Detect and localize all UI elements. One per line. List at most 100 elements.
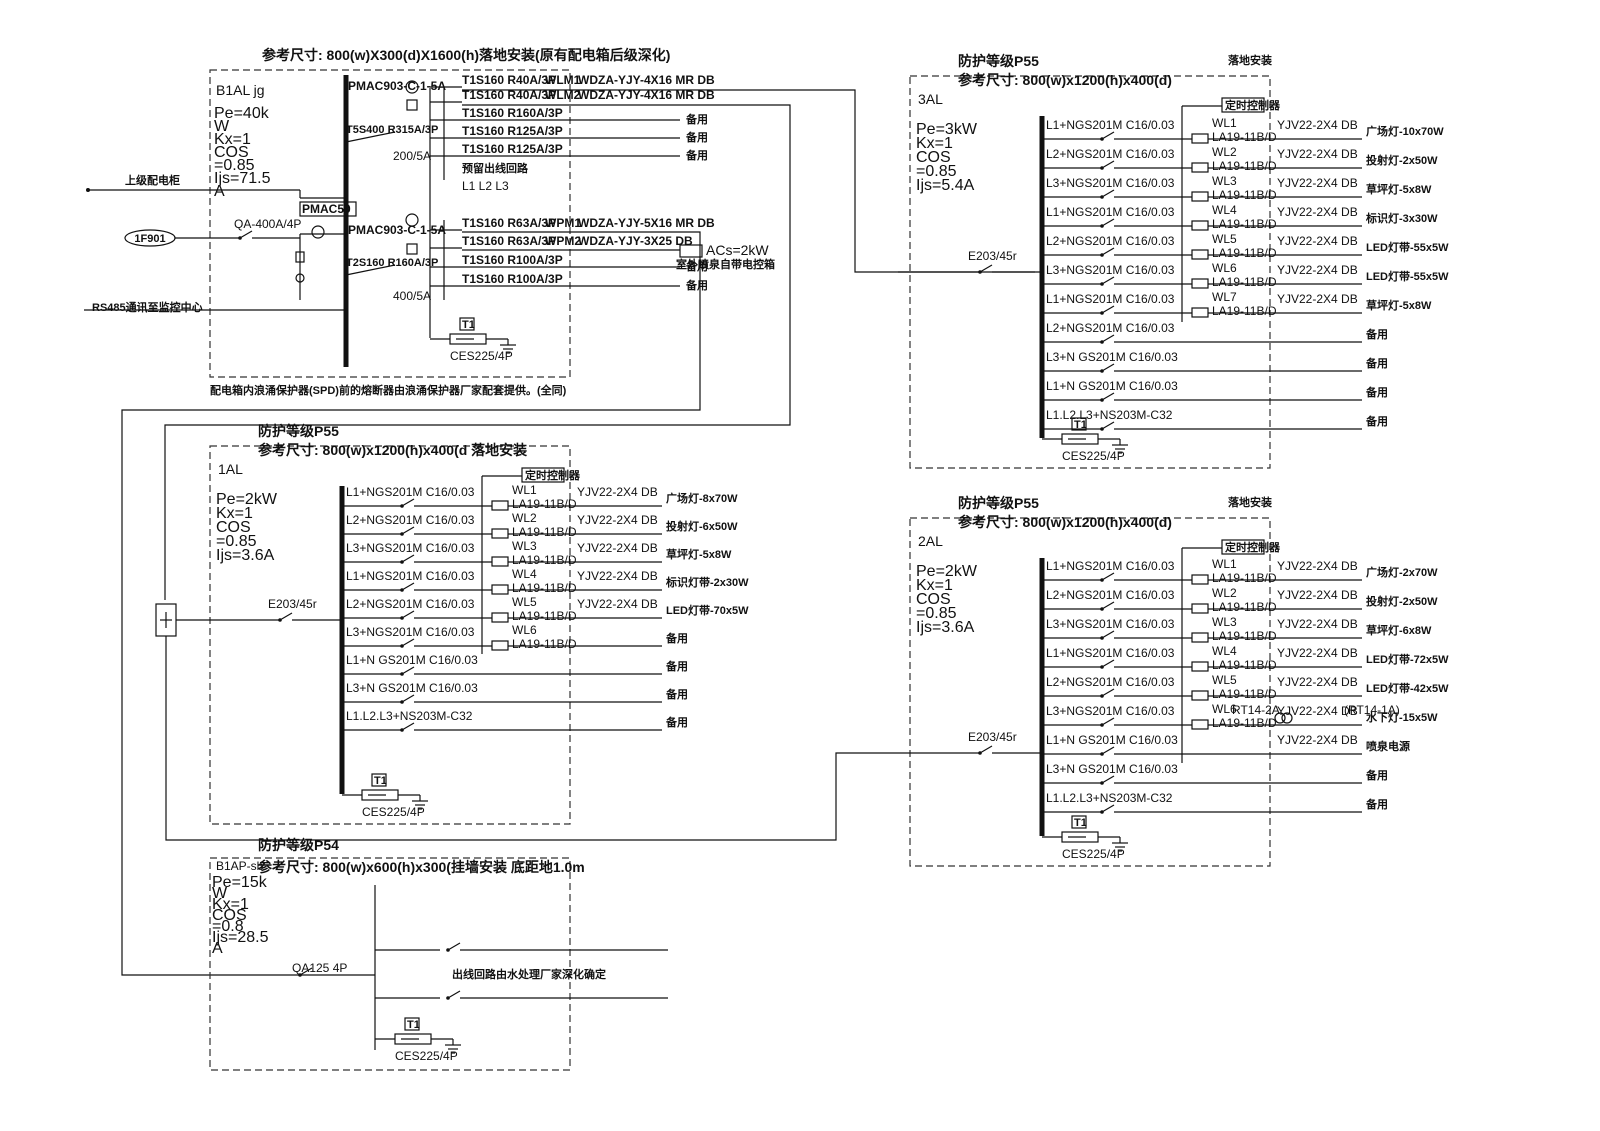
p3al-row-breaker: L2+NGS201M C16/0.03 (1046, 321, 1175, 335)
breaker-node (1100, 781, 1104, 785)
panel-b1al-border (209, 69, 571, 378)
panel-param: Kx=1 (916, 135, 953, 152)
p3al-row-breaker-contact (1101, 363, 1115, 372)
contactor-icon (1191, 162, 1209, 173)
p2al-load-label: 水下灯-15x5W (1366, 710, 1438, 724)
spd-label: CES225/4P (450, 349, 513, 363)
panel-p3al-ip: 防护等级P55 (958, 53, 1039, 69)
p3al-row-breaker: L3+NGS201M C16/0.03 (1046, 176, 1175, 190)
transformer-icon (1281, 712, 1293, 724)
rs485-label: RS485通讯至监控中心 (92, 300, 203, 314)
sw1-label: T5S400 R315A/3P (346, 124, 438, 136)
breaker-node (1100, 253, 1104, 257)
acs-box-icon (679, 244, 703, 258)
breaker-node (978, 270, 982, 274)
fuse-label: RT14-2A (1232, 703, 1280, 717)
reserve-note: 预留出线回路 (462, 161, 529, 175)
p2al-circuit-id: WL1 (1212, 557, 1237, 571)
b1al-breaker-label: T1S160 R40A/3P (462, 88, 556, 102)
p2al-load-label: LED灯带-72x5W (1366, 652, 1449, 666)
p1al-row-breaker-contact (401, 694, 415, 703)
p1al-row-breaker-contact (401, 498, 415, 507)
panel-param: Kx=1 (214, 131, 251, 148)
p1al-contactor-label: LA19-11B/D (512, 581, 577, 595)
p3al-row-breaker: L3+NGS201M C16/0.03 (1046, 263, 1175, 277)
p3al-circuit-id: WL6 (1212, 261, 1237, 275)
contactor-icon (491, 584, 509, 595)
p3al-load-label: 投射灯-2x50W (1366, 153, 1438, 167)
p1al-row-breaker: L1+N GS201M C16/0.03 (346, 653, 478, 667)
breaker-node (1100, 752, 1104, 756)
breaker-node (1100, 665, 1104, 669)
breaker-node (400, 532, 404, 536)
p1al-row-breaker-contact (401, 722, 415, 731)
timer-label: 定时控制器 (1225, 98, 1281, 112)
p3al-row-breaker: L2+NGS201M C16/0.03 (1046, 147, 1175, 161)
panel-param: A (212, 940, 223, 957)
p1al-cable-label: YJV22-2X4 DB (577, 513, 658, 527)
p1al-row-breaker: L1+NGS201M C16/0.03 (346, 569, 475, 583)
p1al-contactor-label: LA19-11B/D (512, 637, 577, 651)
p3al-row-breaker: L1+NGS201M C16/0.03 (1046, 205, 1175, 219)
p2al-row-breaker-contact (1101, 775, 1115, 784)
pmac50-label: PMAC50 (302, 202, 351, 216)
p1al-load-label: LED灯带-70x5W (666, 603, 749, 617)
p1al-row-breaker: L1+NGS201M C16/0.03 (346, 485, 475, 499)
p2al-cable-label: YJV22-2X4 DB (1277, 559, 1358, 573)
transformer-icon (1274, 712, 1286, 724)
p3al-row-breaker: L1+NGS201M C16/0.03 (1046, 292, 1175, 306)
p1al-cable-label: YJV22-2X4 DB (577, 569, 658, 583)
breaker-node (1100, 578, 1104, 582)
breaker-node (298, 973, 302, 977)
fuse-icon (295, 251, 305, 263)
ammeter2-icon (405, 213, 419, 227)
p2al-circuit-id: WL3 (1212, 615, 1237, 629)
p3al-row-breaker-contact (1101, 218, 1115, 227)
panel-param: W (212, 885, 228, 902)
panel-b1ap-ip: 防护等级P54 (258, 837, 339, 853)
p3al-circuit-id: WL5 (1212, 232, 1237, 246)
p3al-row-breaker: L1.L2.L3+NS203M-C32 (1046, 408, 1173, 422)
panel-param: W (214, 118, 230, 135)
main-breaker-label: E203/45r (968, 730, 1017, 744)
p2al-row-breaker-contact (1101, 746, 1115, 755)
p2al-contactor-label: LA19-11B/D (1212, 687, 1277, 701)
breaker-node (1100, 398, 1104, 402)
p1al-circuit-id: WL1 (512, 483, 537, 497)
p1al-load-label: 备用 (665, 659, 688, 673)
panel-p2al-dims: 参考尺寸: 800(w)x1200(h)x400(d) (958, 514, 1172, 530)
p1al-row-breaker-contact (401, 554, 415, 563)
p3al-cable-label: YJV22-2X4 DB (1277, 118, 1358, 132)
panel-param: =0.85 (916, 605, 957, 622)
panel-param: Pe=2kW (216, 491, 278, 508)
p3al-row-breaker-contact (1101, 392, 1115, 401)
p3al-cable-label: YJV22-2X4 DB (1277, 263, 1358, 277)
p1al-load-label: 广场灯-8x70W (666, 491, 738, 505)
b1al-breaker-label: T1S160 R100A/3P (462, 253, 563, 267)
p1al-row-breaker: L1.L2.L3+NS203M-C32 (346, 709, 473, 723)
p2al-row-breaker-contact (1101, 572, 1115, 581)
contactor-icon (1191, 133, 1209, 144)
breaker-node (1100, 723, 1104, 727)
b1al-cable-label: WDZA-YJY-4X16 MR DB (578, 73, 715, 87)
sw1-contact (345, 131, 396, 143)
timer-controller-icon (521, 467, 565, 483)
ammeter1-icon (405, 80, 419, 94)
p2al-load-label: 备用 (1365, 768, 1388, 782)
p2al-contactor-label: LA19-11B/D (1212, 600, 1277, 614)
p2al-row-breaker: L1.L2.L3+NS203M-C32 (1046, 791, 1173, 805)
p1al-row-breaker: L3+N GS201M C16/0.03 (346, 681, 478, 695)
p3al-row-breaker-contact (1101, 160, 1115, 169)
panel-param: =0.85 (916, 163, 957, 180)
p3al-cable-label: YJV22-2X4 DB (1277, 292, 1358, 306)
panel-param: Pe=40k (214, 105, 270, 122)
contactor-icon (1191, 249, 1209, 260)
p3al-load-label: 备用 (1365, 356, 1388, 370)
ct2-label: 400/5A (393, 289, 431, 303)
p2al-row-breaker-contact (1101, 630, 1115, 639)
contactor-icon (491, 500, 509, 511)
p2al-row-breaker-contact (1101, 688, 1115, 697)
panel-param: Pe=3kW (916, 121, 978, 138)
p3al-cable-label: YJV22-2X4 DB (1277, 234, 1358, 248)
p1al-row-breaker: L2+NGS201M C16/0.03 (346, 513, 475, 527)
